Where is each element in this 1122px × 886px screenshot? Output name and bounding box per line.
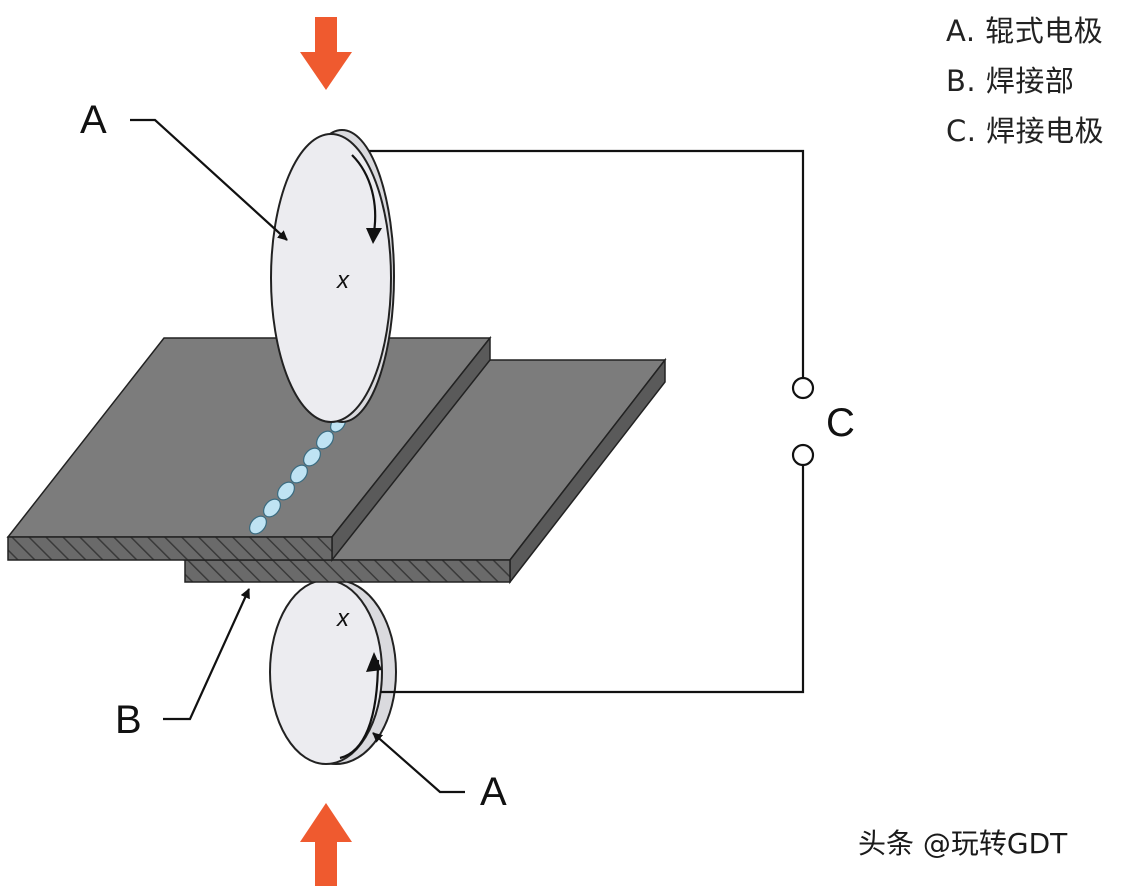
label-a-bottom: A bbox=[480, 770, 507, 814]
legend-item-c: C. 焊接电极 bbox=[946, 114, 1105, 148]
label-b: B bbox=[115, 698, 142, 742]
watermark-text: 头条 @玩转GDT bbox=[858, 827, 1068, 860]
bottom-roller-electrode: x bbox=[269, 579, 397, 765]
rotation-arrow-bottom-icon bbox=[366, 652, 382, 672]
legend-item-b: B. 焊接部 bbox=[946, 64, 1075, 98]
axis-mark: x bbox=[336, 267, 350, 294]
terminal-icon bbox=[791, 376, 815, 467]
axis-mark: x bbox=[336, 605, 350, 632]
watermark: 头条 @玩转GDT bbox=[858, 822, 1067, 862]
power-circuit bbox=[355, 149, 805, 694]
label-c: C bbox=[826, 401, 855, 445]
top-roller-electrode: x bbox=[270, 129, 395, 423]
leader-lines bbox=[130, 118, 465, 794]
force-arrow-top-icon bbox=[300, 17, 352, 90]
rotation-arrow-top-icon bbox=[366, 228, 382, 244]
legend-item-a: A. 辊式电极 bbox=[946, 14, 1104, 48]
force-arrow-bottom-icon bbox=[300, 803, 352, 886]
label-a-top: A bbox=[80, 98, 107, 142]
weld-seam bbox=[249, 415, 346, 535]
